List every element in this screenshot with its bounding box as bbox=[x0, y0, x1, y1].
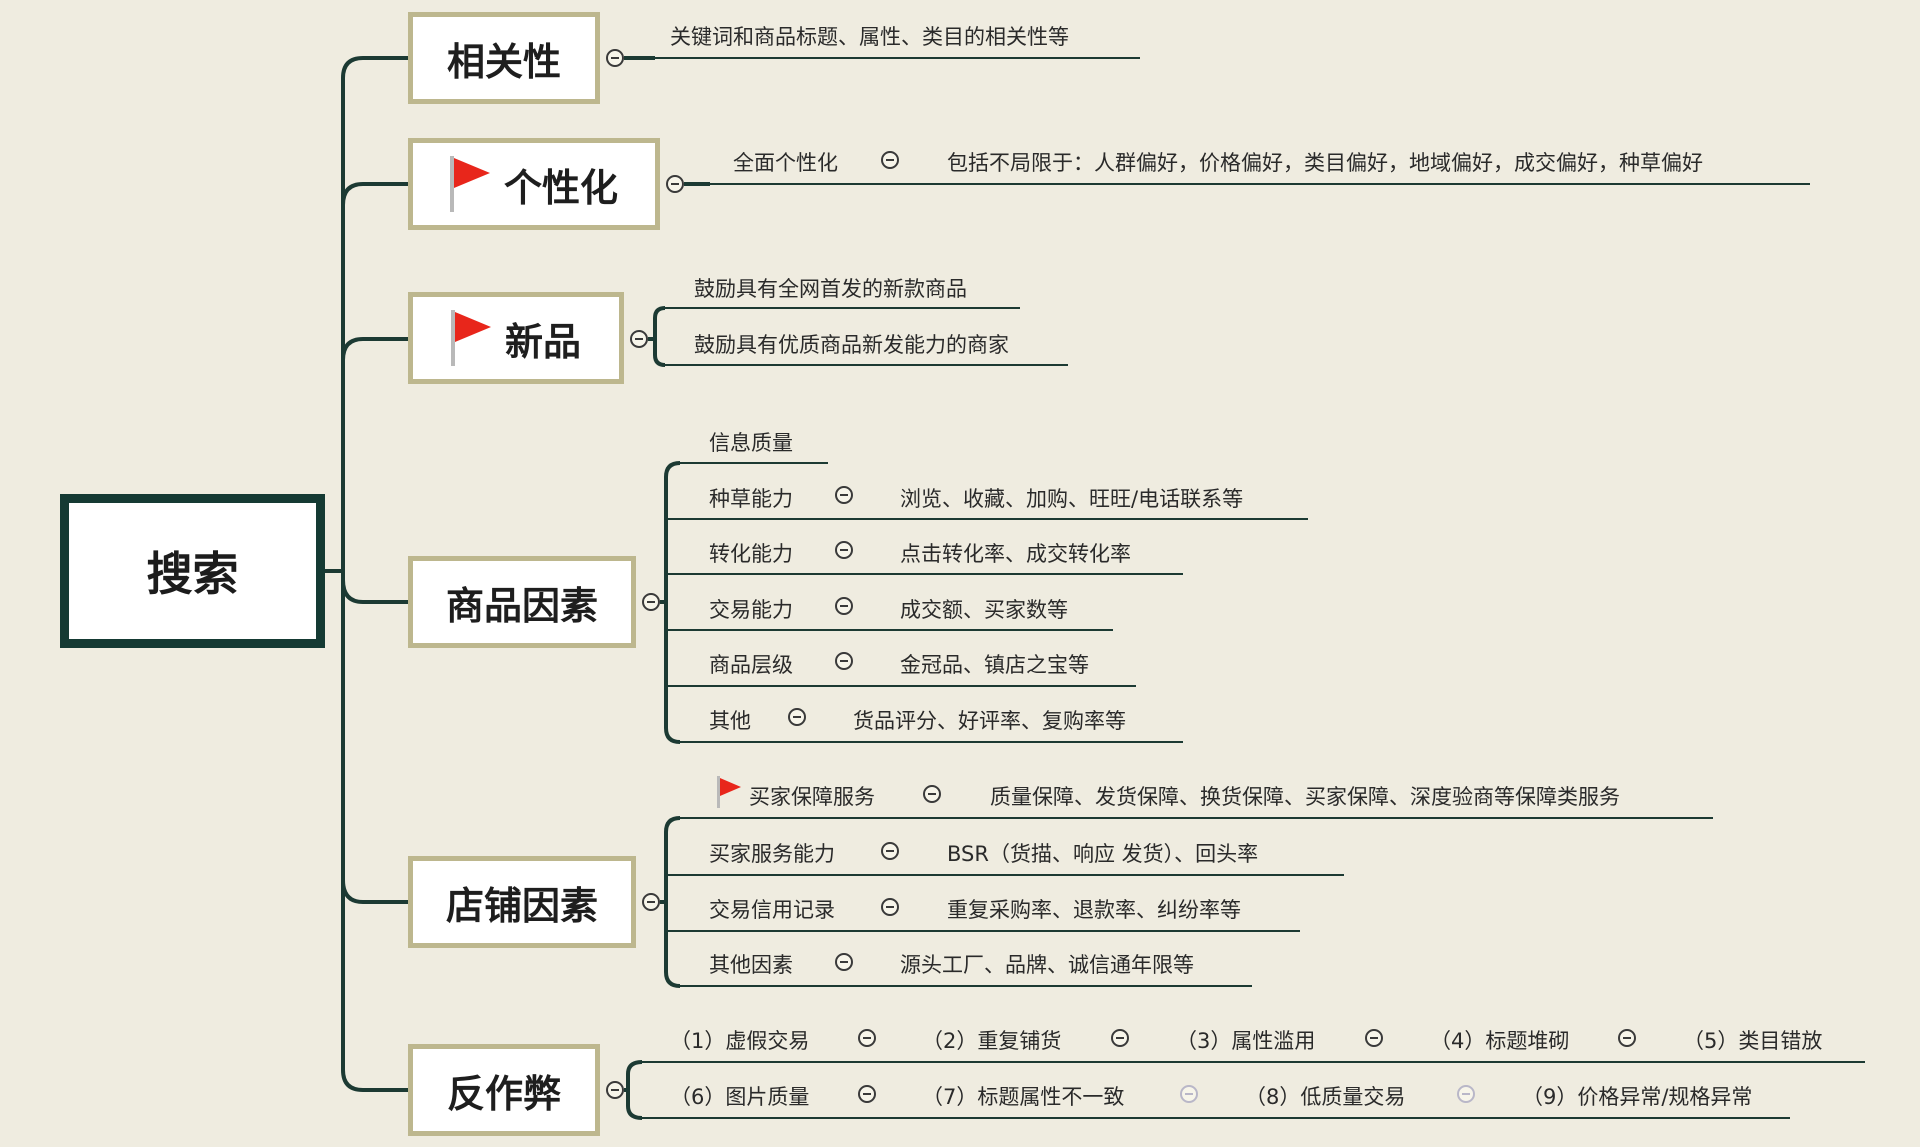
anti-cheat-item: （9）价格异常/规格异常 bbox=[1522, 1085, 1753, 1109]
collapse-product-item-icon[interactable] bbox=[788, 708, 806, 726]
store-factor-detail: 源头工厂、品牌、诚信通年限等 bbox=[900, 953, 1194, 977]
personalization-item: 全面个性化 bbox=[733, 151, 838, 175]
collapse-relevance-icon[interactable] bbox=[606, 49, 624, 67]
node-relevance-label: 相关性 bbox=[446, 39, 561, 84]
collapse-new-products-icon[interactable] bbox=[630, 330, 648, 348]
node-personalization[interactable]: 个性化 bbox=[408, 138, 660, 230]
store-factors-bracket bbox=[664, 816, 681, 988]
node-product-factors-label: 商品因素 bbox=[445, 583, 598, 628]
node-personalization-label: 个性化 bbox=[503, 165, 618, 210]
branch-new-products bbox=[341, 337, 408, 361]
node-store-factors-label: 店铺因素 bbox=[445, 883, 598, 928]
collapse-anti-cheat-item-icon[interactable] bbox=[858, 1085, 876, 1103]
store-factor-detail: 重复采购率、退款率、纠纷率等 bbox=[947, 898, 1241, 922]
anti-cheat-item: （8）低质量交易 bbox=[1245, 1085, 1406, 1109]
new-products-bracket bbox=[653, 306, 666, 367]
red-flag-icon bbox=[449, 156, 496, 212]
store-factor-name: 交易信用记录 bbox=[709, 898, 835, 922]
anti-cheat-item: （5）类目错放 bbox=[1683, 1029, 1823, 1053]
anti-cheat-bracket bbox=[626, 1060, 643, 1120]
collapse-anti-cheat-item-icon[interactable] bbox=[1180, 1085, 1198, 1103]
collapse-product-item-icon[interactable] bbox=[835, 486, 853, 504]
node-anti-cheat-label: 反作弊 bbox=[446, 1071, 561, 1116]
collapse-product-item-icon[interactable] bbox=[835, 652, 853, 670]
store-factor-name: 买家服务能力 bbox=[709, 842, 835, 866]
collapse-store-item-icon[interactable] bbox=[881, 898, 899, 916]
product-factor-name: 转化能力 bbox=[709, 542, 793, 566]
relevance-item: 关键词和商品标题、属性、类目的相关性等 bbox=[670, 25, 1069, 49]
anti-cheat-item: （7）标题属性不一致 bbox=[922, 1085, 1125, 1109]
anti-cheat-item: （1）虚假交易 bbox=[670, 1029, 810, 1053]
root-node-search[interactable]: 搜索 bbox=[60, 494, 325, 648]
branch-relevance bbox=[341, 56, 408, 79]
collapse-product-item-icon[interactable] bbox=[835, 541, 853, 559]
new-product-item: 鼓励具有优质商品新发能力的商家 bbox=[694, 333, 1009, 357]
branch-personalization bbox=[341, 182, 408, 206]
product-factor-detail: 浏览、收藏、加购、旺旺/电话联系等 bbox=[900, 487, 1244, 511]
product-factors-bracket bbox=[664, 461, 681, 744]
anti-cheat-item: （6）图片质量 bbox=[670, 1085, 810, 1109]
node-new-products-label: 新品 bbox=[504, 319, 581, 364]
store-factor-name: 买家保障服务 bbox=[749, 785, 875, 809]
product-factor-name: 交易能力 bbox=[709, 598, 793, 622]
product-factor-name: 种草能力 bbox=[709, 487, 793, 511]
collapse-product-item-icon[interactable] bbox=[835, 597, 853, 615]
branch-store-factors bbox=[341, 879, 408, 904]
product-factor-name: 其他 bbox=[709, 709, 751, 733]
root-label: 搜索 bbox=[146, 547, 239, 601]
collapse-anti-cheat-item-icon[interactable] bbox=[1111, 1029, 1129, 1047]
anti-cheat-item: （4）标题堆砌 bbox=[1430, 1029, 1570, 1053]
product-factor-name: 商品层级 bbox=[709, 653, 793, 677]
store-factor-detail: 质量保障、发货保障、换货保障、买家保障、深度验商等保障类服务 bbox=[990, 785, 1620, 809]
store-factor-name: 其他因素 bbox=[709, 953, 793, 977]
node-product-factors[interactable]: 商品因素 bbox=[408, 556, 636, 648]
product-factor-detail: 金冠品、镇店之宝等 bbox=[900, 653, 1089, 677]
product-factor-detail: 成交额、买家数等 bbox=[900, 598, 1068, 622]
collapse-anti-cheat-icon[interactable] bbox=[606, 1081, 624, 1099]
node-new-products[interactable]: 新品 bbox=[408, 292, 624, 384]
personalization-detail: 包括不局限于：人群偏好，价格偏好，类目偏好，地域偏好，成交偏好，种草偏好 bbox=[947, 151, 1703, 175]
anti-cheat-item: （3）属性滥用 bbox=[1176, 1029, 1316, 1053]
red-flag-icon bbox=[717, 776, 743, 808]
node-anti-cheat[interactable]: 反作弊 bbox=[408, 1044, 600, 1136]
branch-product-factors bbox=[341, 579, 408, 604]
collapse-anti-cheat-item-icon[interactable] bbox=[1618, 1029, 1636, 1047]
product-factor-detail: 货品评分、好评率、复购率等 bbox=[853, 709, 1126, 733]
node-store-factors[interactable]: 店铺因素 bbox=[408, 856, 636, 948]
collapse-store-item-icon[interactable] bbox=[835, 953, 853, 971]
collapse-anti-cheat-item-icon[interactable] bbox=[858, 1029, 876, 1047]
branch-anti-cheat bbox=[341, 1069, 408, 1092]
product-factor-name: 信息质量 bbox=[709, 431, 793, 455]
collapse-store-factors-icon[interactable] bbox=[642, 893, 660, 911]
anti-cheat-item: （2）重复铺货 bbox=[922, 1029, 1062, 1053]
collapse-anti-cheat-item-icon[interactable] bbox=[1365, 1029, 1383, 1047]
collapse-product-factors-icon[interactable] bbox=[642, 593, 660, 611]
collapse-store-item-icon[interactable] bbox=[923, 785, 941, 803]
red-flag-icon bbox=[450, 310, 497, 366]
new-product-item: 鼓励具有全网首发的新款商品 bbox=[694, 277, 967, 301]
collapse-anti-cheat-item-icon[interactable] bbox=[1457, 1085, 1475, 1103]
product-factor-detail: 点击转化率、成交转化率 bbox=[900, 542, 1131, 566]
node-relevance[interactable]: 相关性 bbox=[408, 12, 600, 104]
store-factor-detail: BSR（货描、响应 发货）、回头率 bbox=[947, 842, 1259, 866]
collapse-personalization-icon[interactable] bbox=[666, 175, 684, 193]
collapse-store-item-icon[interactable] bbox=[881, 842, 899, 860]
collapse-personalization-item-icon[interactable] bbox=[881, 151, 899, 169]
